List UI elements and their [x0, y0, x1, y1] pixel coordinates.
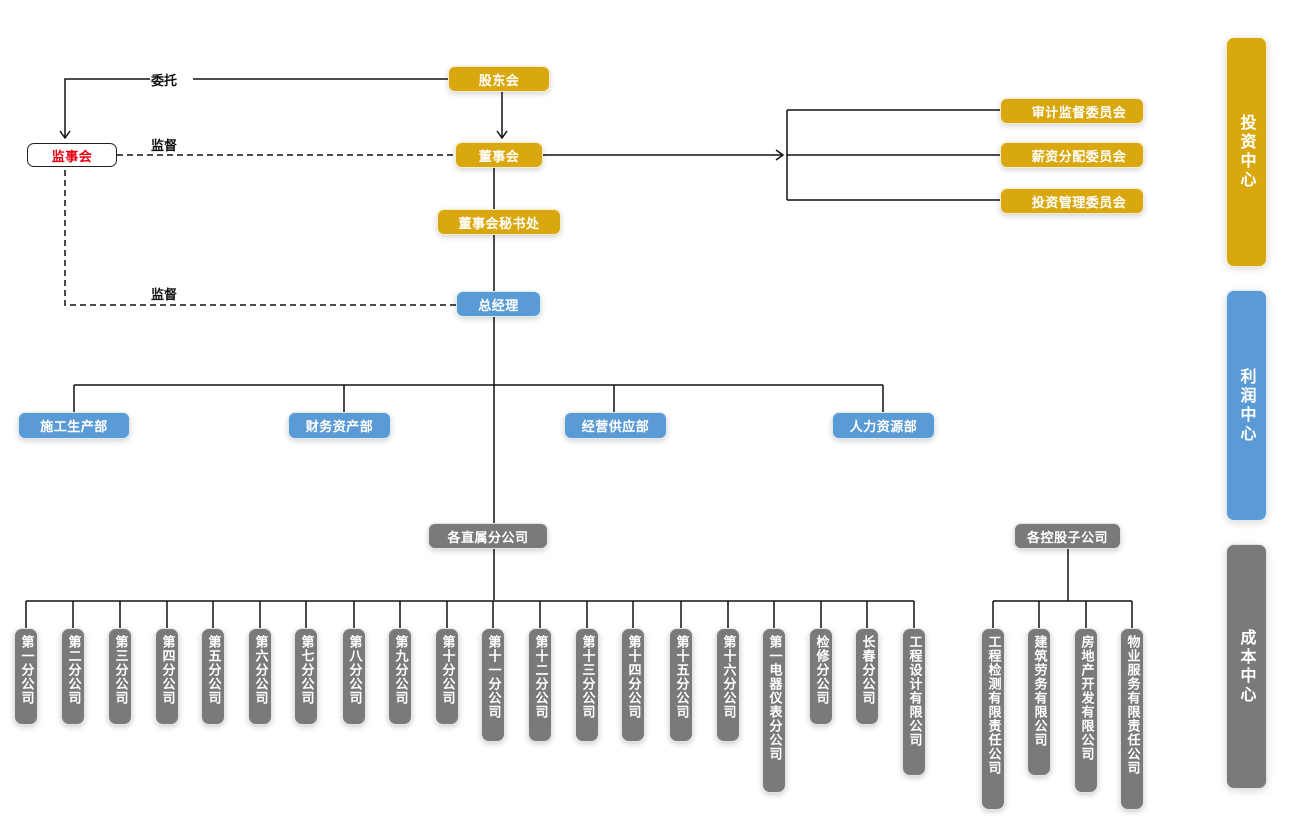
- direct-branch-label: 第三分公司: [112, 635, 128, 705]
- direct-branch-node[interactable]: 第三分公司: [108, 628, 132, 725]
- supervise-board-label: 监督: [151, 139, 178, 154]
- entrust-label: 委托: [151, 74, 178, 89]
- board-node[interactable]: 董事会: [455, 142, 543, 168]
- holding-company-node[interactable]: 建筑劳务有限公司: [1027, 628, 1051, 776]
- cost-center-label: 成本中心: [1237, 628, 1257, 705]
- direct-branch-label: 第十二分公司: [532, 635, 548, 719]
- direct-branch-node[interactable]: 第十四分公司: [621, 628, 645, 742]
- committee-investment-node[interactable]: 投资管理委员会: [1000, 188, 1144, 214]
- direct-branch-label: 长春分公司: [859, 635, 875, 705]
- holding-company-node[interactable]: 房地产开发有限公司: [1074, 628, 1098, 793]
- direct-branch-node[interactable]: 第四分公司: [155, 628, 179, 725]
- profit-center-bar: 利润中心: [1226, 290, 1267, 521]
- direct-branch-node[interactable]: 检修分公司: [809, 628, 833, 725]
- direct-branch-label: 第四分公司: [159, 635, 175, 705]
- supervisory-board-node[interactable]: 监事会: [27, 143, 117, 167]
- direct-branch-label: 第十三分公司: [579, 635, 595, 719]
- direct-branch-label: 第十四分公司: [625, 635, 641, 719]
- direct-branch-label: 检修分公司: [813, 635, 829, 705]
- holding-companies-header[interactable]: 各控股子公司: [1014, 523, 1121, 549]
- supervise-manager-dashed: [64, 170, 456, 306]
- investment-center-bar: 投资中心: [1226, 37, 1267, 267]
- direct-branch-label: 第十六分公司: [720, 635, 736, 719]
- direct-branch-label: 第十一分公司: [485, 635, 501, 719]
- department-supply-node[interactable]: 经营供应部: [564, 412, 667, 439]
- direct-branch-label: 第五分公司: [205, 635, 221, 705]
- holding-company-label: 房地产开发有限公司: [1078, 635, 1094, 761]
- holding-company-label: 建筑劳务有限公司: [1031, 635, 1047, 747]
- shareholders-board-arrowhead: [496, 130, 508, 140]
- direct-branch-node[interactable]: 长春分公司: [855, 628, 879, 725]
- holding-company-label: 物业服务有限责任公司: [1124, 635, 1140, 775]
- direct-branch-node[interactable]: 第十一分公司: [481, 628, 505, 742]
- profit-center-label: 利润中心: [1237, 367, 1257, 444]
- entrust-arrowhead: [59, 130, 71, 140]
- department-construction-node[interactable]: 施工生产部: [18, 412, 130, 439]
- direct-branch-node[interactable]: 第八分公司: [342, 628, 366, 725]
- direct-branch-node[interactable]: 第一分公司: [14, 628, 38, 725]
- committees-arrowhead: [775, 149, 785, 161]
- department-hr-node[interactable]: 人力资源部: [832, 412, 935, 439]
- direct-branch-node[interactable]: 工程设计有限公司: [902, 628, 926, 776]
- direct-branch-node[interactable]: 第十分公司: [435, 628, 459, 725]
- direct-branch-node[interactable]: 第九分公司: [388, 628, 412, 725]
- committees-branch: [786, 109, 1015, 201]
- direct-branch-label: 第九分公司: [392, 635, 408, 705]
- direct-branch-node[interactable]: 第六分公司: [248, 628, 272, 725]
- shareholders-node[interactable]: 股东会: [448, 66, 550, 92]
- entrust-connector: [64, 78, 448, 137]
- direct-branch-node[interactable]: 第一电器仪表分公司: [762, 628, 786, 793]
- cost-center-bar: 成本中心: [1226, 544, 1267, 789]
- direct-branches-bus: [25, 600, 915, 628]
- direct-branch-label: 第六分公司: [252, 635, 268, 705]
- direct-branch-label: 第十五分公司: [673, 635, 689, 719]
- direct-branch-label: 工程设计有限公司: [906, 635, 922, 747]
- direct-branch-node[interactable]: 第十二分公司: [528, 628, 552, 742]
- direct-branch-node[interactable]: 第十五分公司: [669, 628, 693, 742]
- direct-branch-node[interactable]: 第五分公司: [201, 628, 225, 725]
- board-secretary-node[interactable]: 董事会秘书处: [437, 209, 561, 235]
- direct-branch-node[interactable]: 第十六分公司: [716, 628, 740, 742]
- direct-branches-header[interactable]: 各直属分公司: [428, 523, 548, 549]
- holding-company-label: 工程检测有限责任公司: [985, 635, 1001, 775]
- holding-company-node[interactable]: 物业服务有限责任公司: [1120, 628, 1144, 810]
- direct-branch-node[interactable]: 第十三分公司: [575, 628, 599, 742]
- committee-salary-node[interactable]: 薪资分配委员会: [1000, 142, 1144, 168]
- department-finance-node[interactable]: 财务资产部: [288, 412, 391, 439]
- holding-companies-bus: [992, 549, 1133, 628]
- departments-bus: [73, 384, 884, 412]
- direct-branch-label: 第一分公司: [18, 635, 34, 705]
- supervise-manager-label: 监督: [151, 288, 178, 303]
- general-manager-node[interactable]: 总经理: [456, 291, 541, 317]
- holding-company-node[interactable]: 工程检测有限责任公司: [981, 628, 1005, 810]
- direct-branch-label: 第十分公司: [439, 635, 455, 705]
- direct-branch-label: 第七分公司: [298, 635, 314, 705]
- direct-branch-node[interactable]: 第二分公司: [61, 628, 85, 725]
- direct-branch-label: 第二分公司: [65, 635, 81, 705]
- direct-branch-label: 第一电器仪表分公司: [766, 635, 782, 761]
- direct-branch-label: 第八分公司: [346, 635, 362, 705]
- investment-center-label: 投资中心: [1237, 114, 1257, 190]
- direct-branch-node[interactable]: 第七分公司: [294, 628, 318, 725]
- committee-audit-node[interactable]: 审计监督委员会: [1000, 98, 1144, 124]
